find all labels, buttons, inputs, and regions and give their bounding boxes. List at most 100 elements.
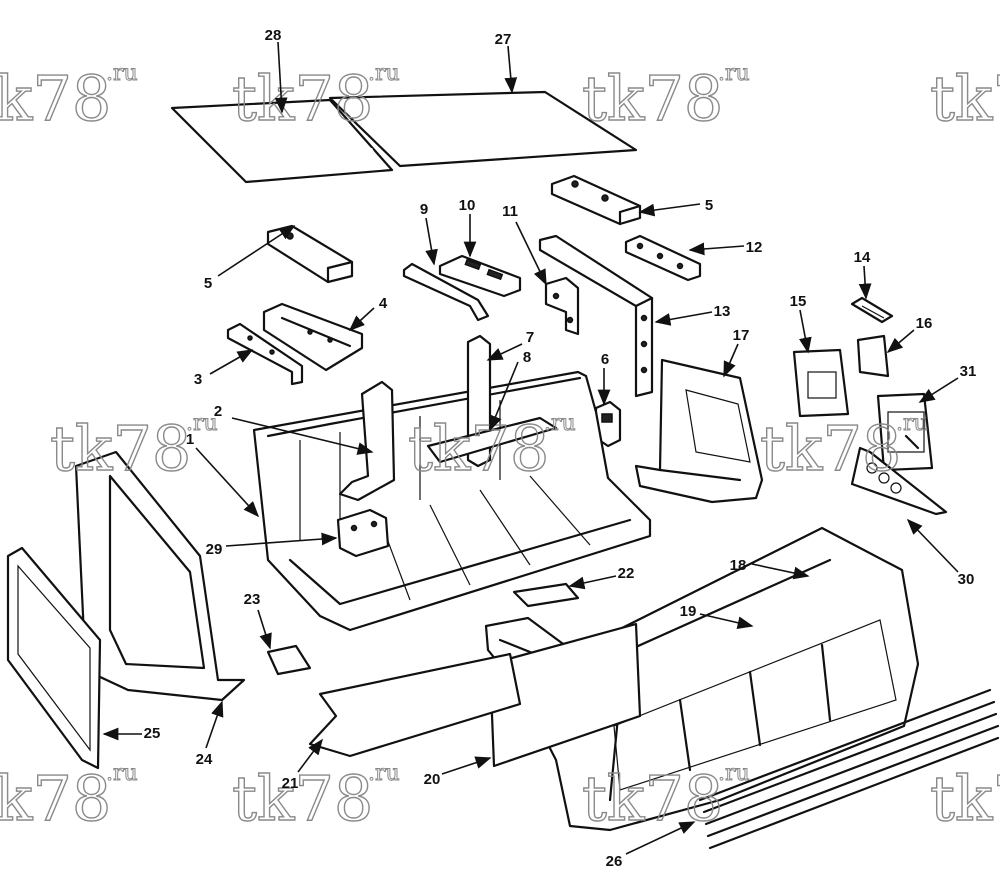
callout-label-6: 6 bbox=[601, 351, 609, 368]
part-11-bracket bbox=[544, 276, 580, 336]
callout-leader-5 bbox=[217, 225, 296, 277]
callout-leader-16 bbox=[886, 329, 915, 354]
callout-leader-3 bbox=[209, 349, 254, 375]
callout-label-28: 28 bbox=[265, 27, 282, 44]
part-20-panel bbox=[488, 622, 642, 768]
watermark-sup: .ru bbox=[186, 411, 218, 436]
watermark-sup: .ru bbox=[718, 61, 750, 86]
callout-leader-23 bbox=[257, 609, 272, 650]
callout-label-7: 7 bbox=[526, 329, 534, 346]
watermark-sup: .ru bbox=[106, 761, 138, 786]
callout-leader-7 bbox=[486, 343, 523, 361]
callout-leader-14 bbox=[858, 265, 872, 300]
part-13-long-bracket bbox=[538, 234, 654, 398]
callout-label-12: 12 bbox=[746, 239, 763, 256]
part-30-switch-panel bbox=[850, 446, 948, 516]
callout-leader-15 bbox=[799, 309, 812, 354]
callout-leader-26 bbox=[625, 821, 696, 855]
watermark-text: tk78 bbox=[582, 762, 723, 835]
callout-label-29: 29 bbox=[206, 541, 223, 558]
callout-label-5: 5 bbox=[204, 275, 212, 292]
callout-label-1: 1 bbox=[186, 431, 194, 448]
callout-leader-11 bbox=[515, 221, 547, 286]
watermark-text: tk78 bbox=[582, 62, 723, 135]
part-1-main-tub bbox=[252, 370, 652, 632]
callout-label-13: 13 bbox=[714, 303, 731, 320]
callout-leader-24 bbox=[205, 700, 224, 749]
watermark-sup: .ru bbox=[368, 61, 400, 86]
callout-leader-30 bbox=[906, 518, 959, 573]
watermark-text: tk78 bbox=[0, 62, 111, 135]
callout-label-8: 8 bbox=[523, 349, 531, 366]
callout-leaders bbox=[102, 41, 959, 855]
callout-label-19: 19 bbox=[680, 603, 697, 620]
callout-leader-8 bbox=[489, 361, 519, 432]
part-23-plate bbox=[266, 644, 312, 676]
watermark-text: tk78 bbox=[50, 412, 191, 485]
watermark-sup: .ru bbox=[718, 761, 750, 786]
callout-label-20: 20 bbox=[424, 771, 441, 788]
watermark-sup: .ru bbox=[896, 411, 928, 436]
callout-label-30: 30 bbox=[958, 571, 975, 588]
callout-leader-29 bbox=[225, 532, 338, 547]
callout-leader-18 bbox=[751, 563, 810, 580]
part-31-gauge-box bbox=[876, 392, 934, 472]
callout-leader-27 bbox=[504, 45, 518, 94]
callout-leader-17 bbox=[723, 343, 739, 378]
callout-label-15: 15 bbox=[790, 293, 807, 310]
part-2-post bbox=[338, 380, 396, 502]
part-22-plate bbox=[512, 582, 580, 608]
callout-leader-21 bbox=[297, 738, 323, 773]
part-29-block bbox=[336, 508, 390, 558]
part-15-panel bbox=[792, 348, 850, 418]
callout-label-5: 5 bbox=[705, 197, 713, 214]
watermark-text: tk78 bbox=[930, 762, 1000, 835]
callout-label-2: 2 bbox=[214, 403, 222, 420]
callout-leader-13 bbox=[654, 311, 713, 326]
callout-leader-5 bbox=[638, 203, 701, 217]
callout-leader-4 bbox=[348, 307, 375, 332]
watermark-text: tk78 bbox=[408, 412, 549, 485]
callout-leader-20 bbox=[441, 756, 492, 775]
watermark-sup: .ru bbox=[544, 411, 576, 436]
callout-label-4: 4 bbox=[379, 295, 388, 312]
callout-leader-1 bbox=[195, 447, 260, 518]
callout-label-25: 25 bbox=[144, 725, 161, 742]
part-25-glass-panel bbox=[6, 546, 102, 770]
part-3-bar bbox=[226, 322, 304, 386]
part-9-bracket bbox=[402, 262, 490, 322]
callout-label-16: 16 bbox=[916, 315, 933, 332]
part-14-clip bbox=[850, 296, 894, 324]
callout-label-18: 18 bbox=[730, 557, 747, 574]
callout-label-3: 3 bbox=[194, 371, 202, 388]
part-10-plate bbox=[438, 254, 522, 298]
callout-label-11: 11 bbox=[502, 203, 518, 220]
watermark-text: tk78 bbox=[232, 762, 373, 835]
part-16-panel bbox=[856, 334, 890, 378]
callout-label-24: 24 bbox=[196, 751, 213, 768]
part-5-bracket-right bbox=[550, 174, 642, 226]
callout-leader-12 bbox=[688, 242, 745, 256]
callout-leader-31 bbox=[918, 377, 959, 403]
watermark-sup: .ru bbox=[106, 61, 138, 86]
part-12-bar bbox=[624, 234, 702, 282]
callout-label-14: 14 bbox=[854, 249, 871, 266]
callout-label-26: 26 bbox=[606, 853, 623, 870]
watermark-text: tk78 bbox=[760, 412, 901, 485]
callout-label-10: 10 bbox=[459, 197, 476, 214]
part-17-seat-box bbox=[634, 358, 764, 504]
callout-leader-28 bbox=[274, 41, 288, 114]
callout-leader-9 bbox=[425, 217, 438, 266]
part-8-bar bbox=[426, 416, 558, 464]
part-24-side-panel bbox=[74, 450, 246, 702]
callout-label-23: 23 bbox=[244, 591, 261, 608]
callout-label-22: 22 bbox=[618, 565, 635, 582]
callout-label-21: 21 bbox=[282, 775, 299, 792]
watermark-text: tk78 bbox=[930, 62, 1000, 135]
part-27-floor-mat-large bbox=[328, 90, 638, 168]
part-26-rails bbox=[698, 688, 1000, 850]
callout-label-27: 27 bbox=[495, 31, 512, 48]
watermark-layer: tk78.rutk78.rutk78.rutk78.rutk78.rutk78.… bbox=[0, 61, 1000, 836]
callout-label-31: 31 bbox=[960, 363, 977, 380]
